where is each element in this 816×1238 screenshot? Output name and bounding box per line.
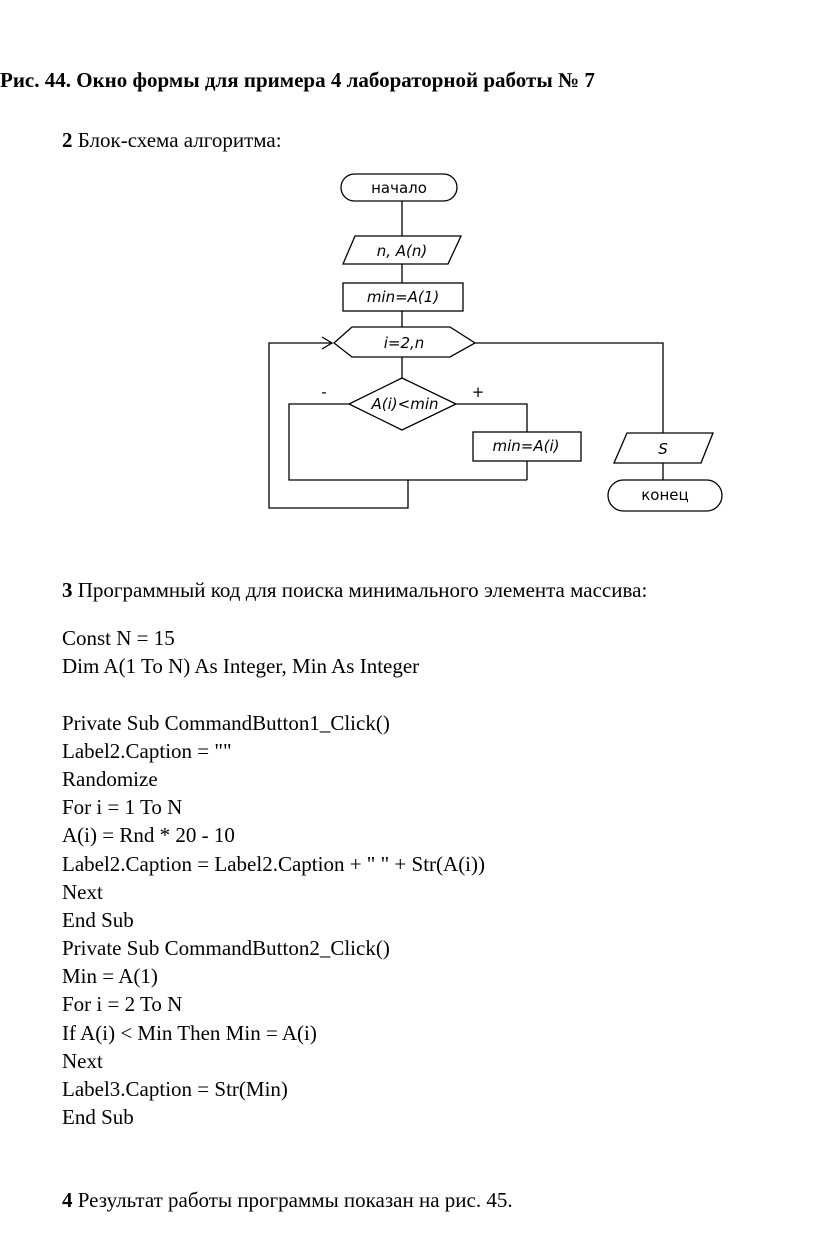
section-3-number: 3 xyxy=(62,578,73,602)
connector-no-branch xyxy=(288,403,527,481)
code-line: Randomize xyxy=(62,766,158,791)
start-terminal xyxy=(340,173,458,202)
flowchart: начало n, A(n) min=A(1) i=2,n A(i)<min -… xyxy=(268,173,723,512)
code-line: Label2.Caption = "" xyxy=(62,738,232,763)
input-label: n, A(n) xyxy=(377,242,428,260)
code-line: End Sub xyxy=(62,1105,134,1130)
end-label: конец xyxy=(641,486,688,504)
code-listing: Const N = 15 Dim A(1 To N) As Integer, M… xyxy=(62,624,485,1131)
code-line: A(i) = Rnd * 20 - 10 xyxy=(62,823,235,848)
end-terminal xyxy=(607,479,723,512)
code-line: Next xyxy=(62,879,103,904)
loop-hexagon xyxy=(332,326,477,358)
code-line: Next xyxy=(62,1048,103,1073)
output-parallelogram xyxy=(613,432,714,464)
update-process-box xyxy=(472,431,582,462)
code-line: Const N = 15 xyxy=(62,626,175,650)
figure-caption: Рис. 44. Окно формы для примера 4 лабора… xyxy=(0,68,595,92)
code-line: Private Sub CommandButton2_Click() xyxy=(62,936,390,961)
section-2-heading: 2 Блок-схема алгоритма: xyxy=(62,128,282,153)
output-label: S xyxy=(658,440,668,458)
section-3-heading: 3 Программный код для поиска минимальног… xyxy=(62,578,647,603)
condition-diamond xyxy=(347,377,458,431)
section-2-number: 2 xyxy=(62,128,73,152)
code-line: For i = 1 To N xyxy=(62,795,183,820)
section-3-text: Программный код для поиска минимального … xyxy=(72,578,648,602)
section-4-number: 4 xyxy=(62,1188,73,1212)
section-4-text: Результат работы программы показан на ри… xyxy=(72,1188,513,1212)
condition-label: A(i)<min xyxy=(371,395,439,413)
code-line: Label3.Caption = Str(Min) xyxy=(62,1077,288,1101)
code-line: If A(i) < Min Then Min = A(i) xyxy=(62,1020,317,1045)
code-line: Min = A(1) xyxy=(62,964,158,989)
code-line: Dim A(1 To N) As Integer, Min As Integer xyxy=(62,654,420,679)
section-2-text: Блок-схема алгоритма: xyxy=(72,128,282,152)
connector-loop-exit xyxy=(475,342,664,433)
input-parallelogram xyxy=(342,235,463,265)
connector-yes-branch xyxy=(456,403,528,432)
update-label: min=A(i) xyxy=(493,437,560,455)
loop-back-arrowhead xyxy=(321,336,334,350)
code-line: For i = 2 To N xyxy=(62,992,183,1017)
code-line: Private Sub CommandButton1_Click() xyxy=(62,710,390,735)
init-process-box xyxy=(342,282,464,312)
code-line: Label2.Caption = Label2.Caption + " " + … xyxy=(62,851,486,876)
code-line xyxy=(62,680,485,708)
init-label: min=A(1) xyxy=(367,288,439,306)
yes-branch-label: + xyxy=(472,383,485,401)
section-4-heading: 4 Результат работы программы показан на … xyxy=(62,1188,513,1213)
code-line: End Sub xyxy=(62,907,134,932)
loop-label: i=2,n xyxy=(384,334,425,352)
start-label: начало xyxy=(371,179,427,197)
connector-loop-back xyxy=(268,342,409,509)
no-branch-label: - xyxy=(321,383,326,401)
